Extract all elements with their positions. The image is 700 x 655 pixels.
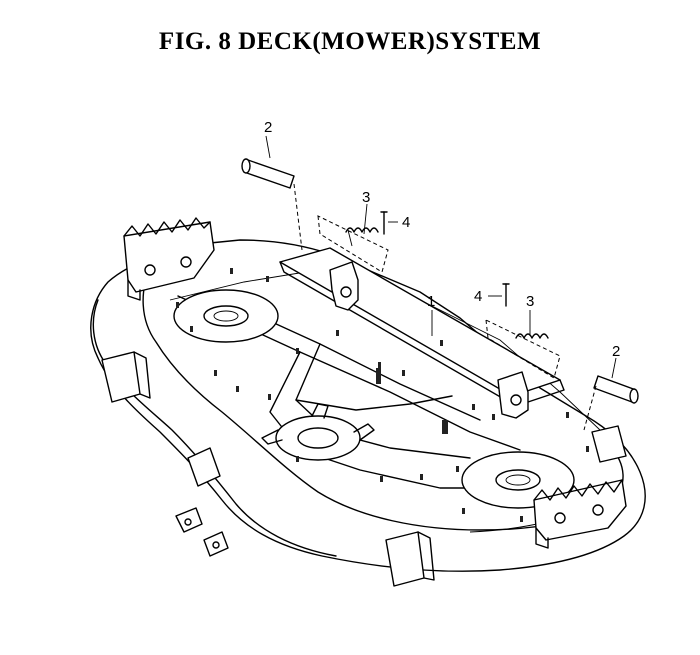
callout-2-left: 2	[264, 119, 272, 136]
callout-2-right: 2	[612, 343, 620, 360]
spring-left	[317, 215, 389, 273]
wheel-bracket-side	[187, 447, 221, 487]
spring-right	[485, 319, 561, 379]
callout-leaders	[265, 135, 617, 379]
guide-bracket-right	[533, 479, 627, 549]
callout-4-left: 4	[402, 214, 410, 231]
spindle-left	[173, 289, 279, 343]
callout-3-left: 3	[362, 189, 370, 206]
callout-1: 1	[427, 293, 435, 310]
hinge-bracket-right	[497, 371, 529, 419]
callout-3-right: 3	[526, 293, 534, 310]
figure-title: FIG. 8 DECK(MOWER)SYSTEM	[158, 28, 542, 55]
pin-right	[583, 375, 639, 431]
mount-tabs	[175, 507, 229, 557]
clip-pin-left	[380, 211, 388, 235]
wheel-bracket-left	[101, 351, 151, 403]
wheel-bracket-front	[385, 531, 435, 587]
rear-right-bracket	[591, 425, 627, 463]
callout-4-right: 4	[474, 288, 482, 305]
spindle-center	[261, 403, 375, 461]
clip-pin-right	[502, 283, 510, 307]
hinge-bracket-left	[329, 261, 359, 311]
pin-left	[241, 158, 303, 251]
guide-bracket-left	[123, 217, 215, 301]
deck-studs	[176, 268, 589, 522]
